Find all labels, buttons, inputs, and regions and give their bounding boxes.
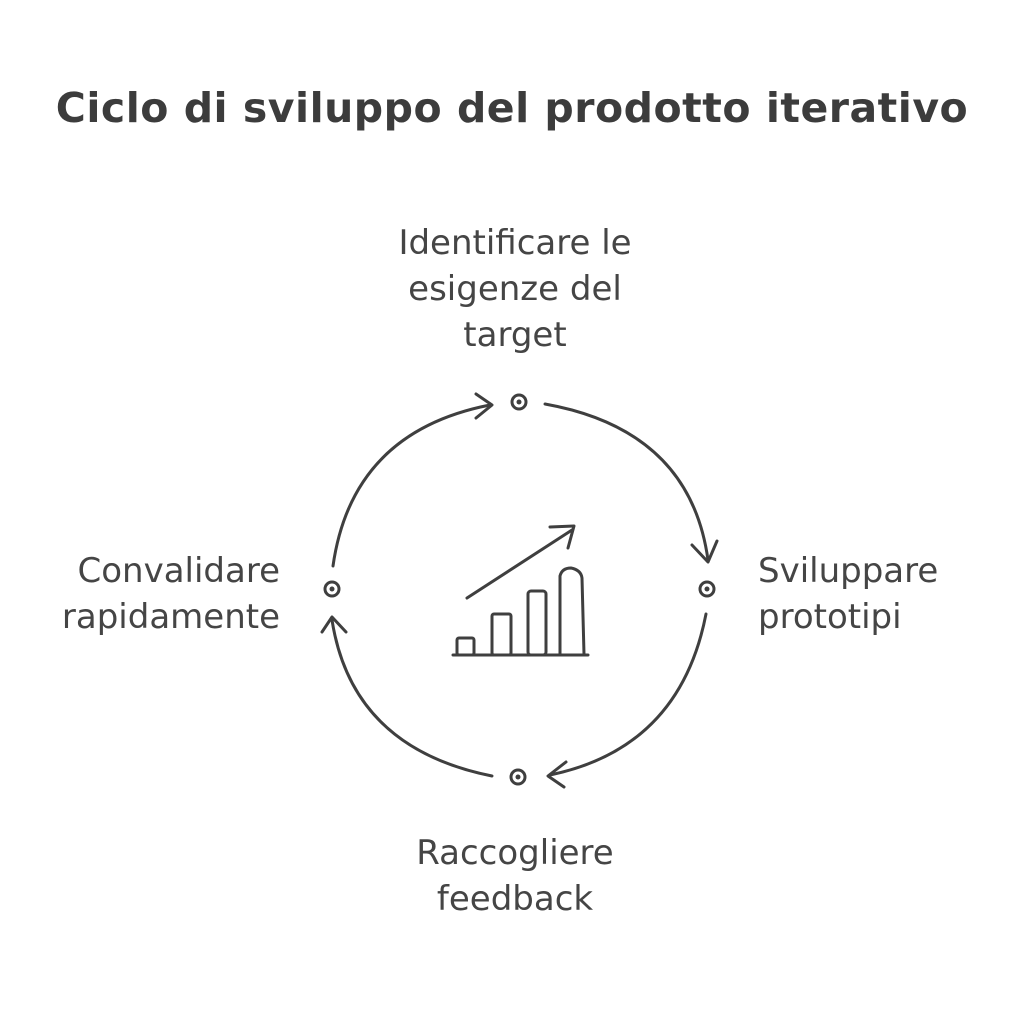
node-right-dot	[704, 586, 710, 592]
step-label-identify-needs: Identificare le esigenze del target	[398, 223, 632, 355]
diagram-title: Ciclo di sviluppo del prodotto iterativo	[55, 84, 969, 132]
cycle-arrow-left-to-top	[331, 403, 492, 568]
step-label-collect-feedback: Raccogliere feedback	[416, 833, 614, 919]
node-top	[510, 393, 528, 411]
arrowhead-top-to-right	[690, 539, 719, 564]
step-label-develop-prototypes: Sviluppare prototipi	[758, 551, 939, 637]
arrowhead-left-to-top	[474, 392, 494, 420]
growth-bar-chart-icon	[451, 524, 590, 657]
step-label-validate-quickly: Convalidare rapidamente	[61, 551, 280, 637]
cycle-arrow-bottom-to-left	[330, 618, 494, 778]
cycle-arrow-top-to-right	[543, 402, 710, 562]
node-left-dot	[329, 586, 335, 592]
node-right	[698, 580, 716, 598]
node-left	[323, 580, 341, 598]
arrowhead-right-to-bottom	[546, 760, 568, 789]
node-top-dot	[516, 399, 522, 405]
node-bottom	[509, 768, 527, 786]
node-bottom-dot	[515, 774, 521, 780]
arrowhead-bottom-to-left	[320, 615, 348, 634]
cycle-arrow-right-to-bottom	[548, 612, 708, 777]
